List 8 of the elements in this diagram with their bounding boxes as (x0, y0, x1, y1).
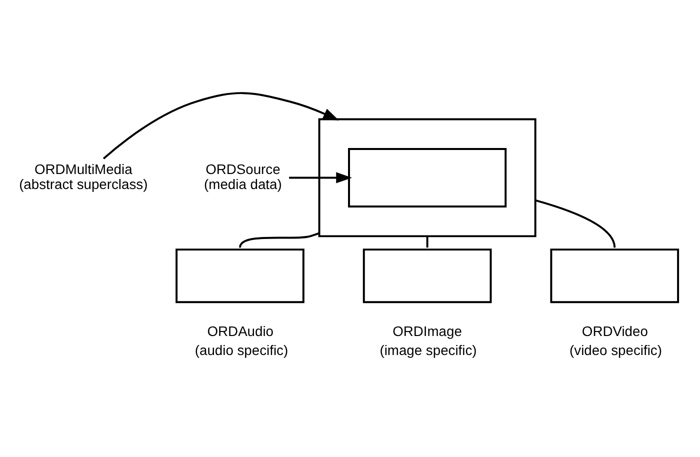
node-label: ORDVideo (582, 322, 648, 339)
node-label: ORDAudio (207, 322, 274, 339)
node-text: ORDMultiMedia (abstract superclass) (19, 160, 148, 192)
node-label: (audio specific) (194, 342, 288, 358)
node-text: ORDSource (media data) (204, 160, 282, 192)
node-label: (video specific) (570, 342, 662, 358)
node-label: (image specific) (380, 342, 477, 358)
node-label: ORDImage (392, 322, 462, 339)
